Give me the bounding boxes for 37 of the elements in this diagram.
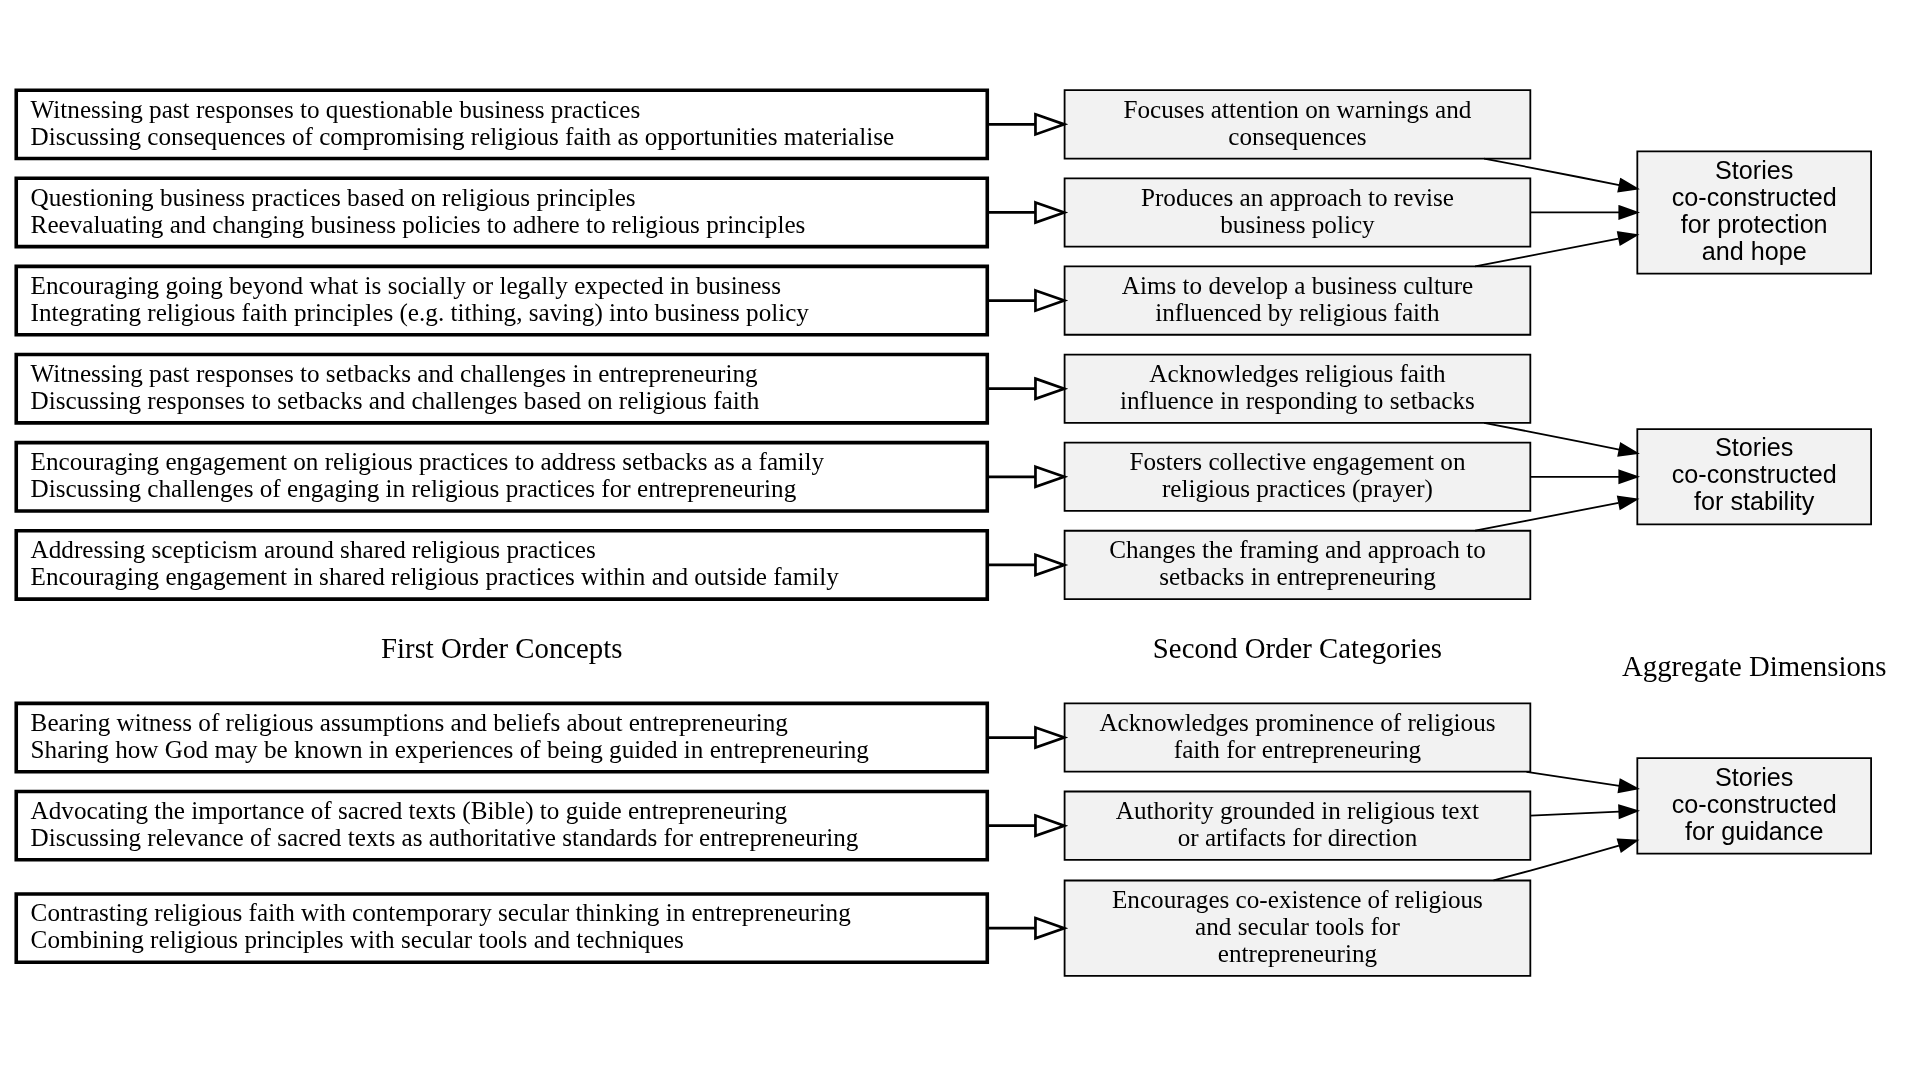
node-box: Focuses attention on warnings and consequences bbox=[1063, 88, 1532, 159]
arrow bbox=[987, 111, 1069, 136]
arrow bbox=[1529, 468, 1640, 484]
node-box: Produces an approach to revise business policy bbox=[1063, 176, 1532, 248]
node-box: Witnessing past responses to questionable business practices Discussing consequences of compromising religious faith as opportunities materialise bbox=[14, 87, 990, 160]
node-box: Encouraging engagement on religious practices to address setbacks as a family Discussing challenges of engaging in religious practices for entrepreneuring bbox=[14, 440, 990, 513]
label: Second Order Categories bbox=[1152, 631, 1443, 664]
arrow bbox=[1529, 204, 1640, 220]
arrow bbox=[1525, 770, 1640, 793]
node-box: Encouraging going beyond what is socially or legally expected in business Integrating religious faith principles (e.g. tithing, saving) into business policy bbox=[14, 264, 990, 337]
node-box: Authority grounded in religious text or artifacts for direction bbox=[1063, 790, 1532, 861]
node-box: Aims to develop a business culture influenced by religious faith bbox=[1063, 265, 1532, 336]
arrow bbox=[1529, 803, 1640, 819]
node-box: Stories co-constructed for protection and hope bbox=[1636, 149, 1872, 274]
arrow bbox=[987, 915, 1069, 940]
arrow bbox=[987, 200, 1069, 224]
arrow bbox=[987, 288, 1069, 313]
node-box: Addressing scepticism around shared religious practices Encouraging engagement in shared religious practices within and outside family bbox=[14, 528, 990, 601]
node-box: Changes the framing and approach to setbacks in entrepreneuring bbox=[1063, 529, 1532, 600]
node-box: Witnessing past responses to setbacks and challenges in entrepreneuring Discussing responses to setbacks and challenges based on religious faith bbox=[14, 352, 990, 425]
node-box: Questioning business practices based on religious principles Reevaluating and changing business policies to adhere to religious principles bbox=[14, 176, 990, 248]
node-box: Contrasting religious faith with contemporary secular thinking in entrepreneuring Combining religious principles with secular tools and techniques bbox=[14, 891, 990, 964]
node-box: Acknowledges religious faith influence in responding to setbacks bbox=[1063, 353, 1532, 424]
node-box: Bearing witness of religious assumptions and beliefs about entrepreneuring Sharing how God may be known in experiences of being guided in entrepreneuring bbox=[14, 701, 990, 773]
node-box: Encourages co-existence of religious and secular tools for entrepreneuring bbox=[1063, 879, 1532, 977]
arrow bbox=[987, 552, 1069, 577]
node-box: Acknowledges prominence of religious faith for entrepreneuring bbox=[1063, 702, 1532, 773]
node-box: Stories co-constructed for stability bbox=[1636, 427, 1872, 525]
label: First Order Concepts bbox=[381, 631, 623, 664]
arrow bbox=[987, 464, 1069, 489]
node-box: Fosters collective engagement on religious practices (prayer) bbox=[1063, 441, 1532, 512]
arrow bbox=[987, 376, 1069, 401]
node-box: Stories co-constructed for guidance bbox=[1636, 756, 1872, 854]
arrow bbox=[987, 725, 1069, 750]
node-box: Advocating the importance of sacred texts (Bible) to guide entrepreneuring Discussing relevance of sacred texts as authoritative standards for entrepreneuring bbox=[14, 789, 990, 862]
arrow bbox=[987, 813, 1069, 838]
label: Aggregate Dimensions bbox=[1621, 649, 1887, 682]
